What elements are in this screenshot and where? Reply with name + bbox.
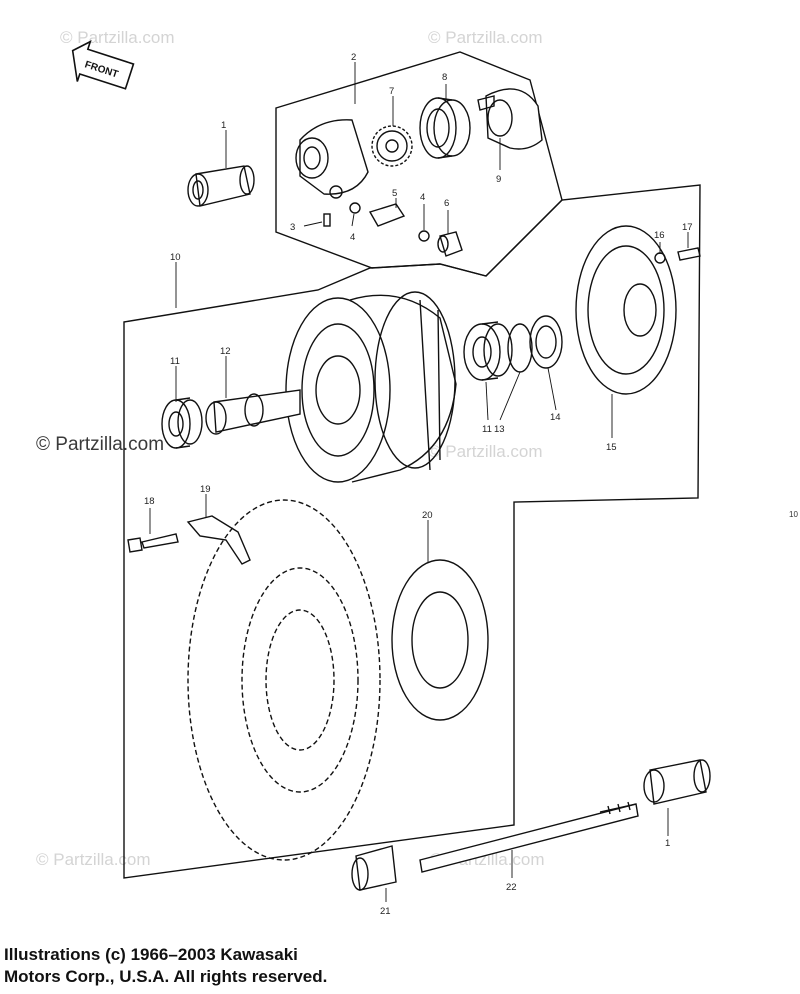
watermark-dark: © Partzilla.com — [36, 434, 165, 455]
pinion-shaft — [368, 203, 406, 227]
bolt — [127, 533, 179, 553]
hub-cover — [575, 225, 677, 395]
axle — [419, 801, 639, 873]
copyright-caption: Illustrations (c) 1966–2003 Kawasaki Mot… — [4, 944, 327, 988]
watermark: © Partzilla.com — [36, 850, 151, 869]
speedometer-gear-housing — [295, 119, 369, 199]
axle-sleeve — [205, 389, 301, 435]
callout-label[interactable]: 13 — [494, 424, 505, 435]
speedometer-gear — [371, 125, 413, 167]
callout-label[interactable]: 12 — [220, 346, 231, 357]
callout-label[interactable]: 5 — [392, 188, 397, 199]
washer — [349, 202, 361, 214]
hub-bearing-left — [161, 397, 203, 449]
washer — [418, 230, 430, 242]
watermark: © Partzilla.com — [428, 28, 543, 47]
callout-label[interactable]: 1 — [221, 120, 226, 131]
callout-label[interactable]: 6 — [444, 198, 449, 209]
spacer-collar-lower — [643, 759, 711, 805]
callout-label[interactable]: 16 — [654, 230, 665, 241]
callout-label[interactable]: 8 — [442, 72, 447, 83]
callout-label[interactable]: 3 — [290, 222, 295, 233]
axle-nut — [351, 845, 397, 891]
spacer-collar-upper — [187, 165, 255, 207]
callout-label[interactable]: 4 — [420, 192, 425, 203]
edge-mark: 10 — [789, 510, 798, 519]
gear-bearing — [419, 97, 471, 159]
callout-label[interactable]: 21 — [380, 906, 391, 917]
coupling-plate — [391, 559, 489, 721]
callout-label[interactable]: 19 — [200, 484, 211, 495]
callout-label[interactable]: 18 — [144, 496, 155, 507]
watermark: © Partzilla.com — [428, 442, 543, 461]
gear-drive-plate — [477, 88, 543, 150]
hub-bearing-right — [463, 321, 513, 381]
wheel-assembly-outline — [123, 184, 701, 879]
callout-label[interactable]: 11 — [482, 424, 492, 435]
callout-label[interactable]: 9 — [496, 174, 501, 185]
caption-line-2: Motors Corp., U.S.A. All rights reserved… — [4, 967, 328, 986]
caption-line-1: Illustrations (c) 1966–2003 Kawasaki — [4, 945, 298, 964]
callout-label[interactable]: 7 — [389, 86, 394, 97]
callout-label[interactable]: 4 — [350, 232, 355, 243]
callout-label[interactable]: 1 — [665, 838, 670, 849]
callout-label[interactable]: 17 — [682, 222, 693, 233]
callout-label[interactable]: 2 — [351, 52, 356, 63]
brake-disc — [187, 499, 381, 861]
pin — [323, 213, 331, 227]
callout-label[interactable]: 10 — [170, 252, 181, 263]
wheel-hub — [285, 291, 457, 483]
callout-label[interactable]: 20 — [422, 510, 433, 521]
lock-plate — [186, 515, 251, 565]
callout-label[interactable]: 15 — [606, 442, 617, 453]
oil-seal — [529, 315, 563, 369]
callout-label[interactable]: 14 — [550, 412, 561, 423]
callout-label[interactable]: 22 — [506, 882, 517, 893]
bushing — [439, 231, 463, 257]
screw — [677, 247, 701, 261]
callout-label[interactable]: 11 — [170, 356, 180, 367]
front-arrow-icon: FRONT — [71, 40, 135, 90]
